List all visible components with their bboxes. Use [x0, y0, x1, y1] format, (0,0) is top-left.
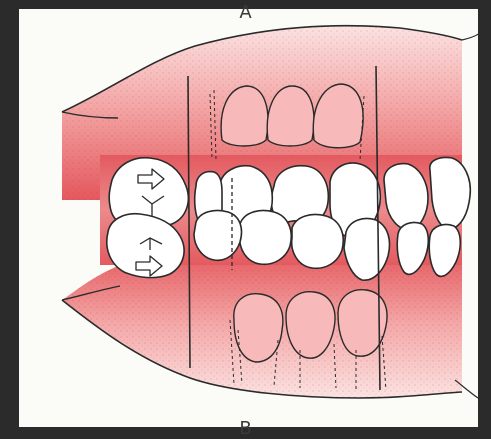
figure-label-bottom: B — [0, 418, 491, 439]
lower-premolar-1 — [240, 211, 292, 265]
lower-premolar-2 — [292, 215, 344, 269]
upper-root-outlines — [221, 84, 363, 148]
lower-molar — [194, 210, 242, 260]
figure-label-top: A — [0, 2, 491, 23]
lower-root-outlines — [234, 290, 387, 362]
